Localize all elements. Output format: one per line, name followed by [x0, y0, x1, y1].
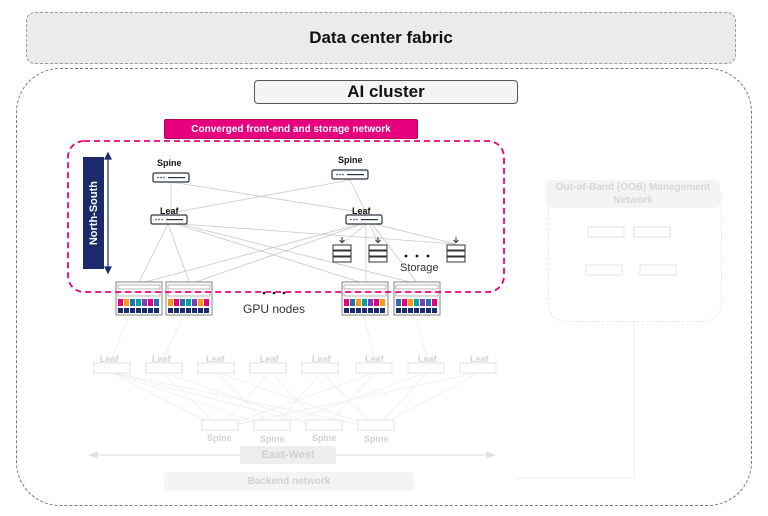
gpu-nodes: [115, 281, 441, 316]
leaf-label-1: Leaf: [160, 206, 179, 216]
backend-leaf-label: Leaf: [418, 354, 437, 364]
backend-spine-label: Spine: [207, 433, 232, 443]
oob-switches: [585, 226, 677, 276]
north-south-arrow: [104, 151, 112, 275]
backend-leaf-label: Leaf: [206, 354, 225, 364]
backend-leaf-switches: [93, 362, 497, 374]
spine-label-1: Spine: [157, 158, 182, 168]
storage-disk-icon: [446, 237, 466, 263]
converged-network-title: Converged front-end and storage network: [164, 119, 418, 139]
backend-leaf-label: Leaf: [312, 354, 331, 364]
spine-label-2: Spine: [338, 155, 363, 165]
backend-leaf-label: Leaf: [470, 354, 489, 364]
oob-links: [516, 320, 635, 479]
spine-switch-detail: [157, 173, 364, 179]
backend-mesh: [109, 317, 481, 429]
frontend-leaf-switches: [150, 214, 383, 225]
storage-label: Storage: [400, 262, 439, 274]
leaf-label-2: Leaf: [352, 206, 371, 216]
gpu-node-server: [115, 281, 163, 316]
frontend-spine-switches: [152, 169, 369, 183]
gpu-node-server: [341, 281, 389, 316]
gpu-node-server: [165, 281, 213, 316]
backend-spine-switches: [201, 419, 395, 431]
frontend-links: [137, 179, 457, 285]
backend-spine-label: Spine: [312, 433, 337, 443]
east-west-label: East-West: [240, 446, 336, 464]
north-south-label: North-South: [87, 180, 100, 246]
backend-network-title: Backend network: [164, 472, 414, 491]
backend-spine-label: Spine: [260, 434, 285, 444]
storage-disk-icon: [332, 237, 352, 263]
oob-network-label: Out-of-Band (OOB) Management Network: [546, 180, 720, 208]
ai-cluster-boundary: [16, 68, 752, 506]
gpu-ellipsis: [262, 291, 286, 295]
backend-leaf-label: Leaf: [365, 354, 384, 364]
leaf-switch-detail: [155, 218, 378, 221]
backend-leaf-label: Leaf: [260, 354, 279, 364]
ai-cluster-title: AI cluster: [254, 80, 518, 104]
gpu-nodes-label: GPU nodes: [243, 302, 306, 316]
north-south-bar: North-South: [83, 157, 104, 269]
storage-disk-icon: [368, 237, 388, 263]
storage-disks: [332, 237, 466, 263]
fabric-title: Data center fabric: [309, 28, 453, 47]
gpu-node-server: [393, 281, 441, 316]
backend-leaf-label: Leaf: [100, 354, 119, 364]
data-center-fabric: Data center fabric: [26, 12, 736, 64]
storage-ellipsis: [404, 254, 430, 258]
converged-network-boundary: [67, 140, 505, 293]
backend-leaf-label: Leaf: [152, 354, 171, 364]
backend-spine-label: Spine: [364, 434, 389, 444]
